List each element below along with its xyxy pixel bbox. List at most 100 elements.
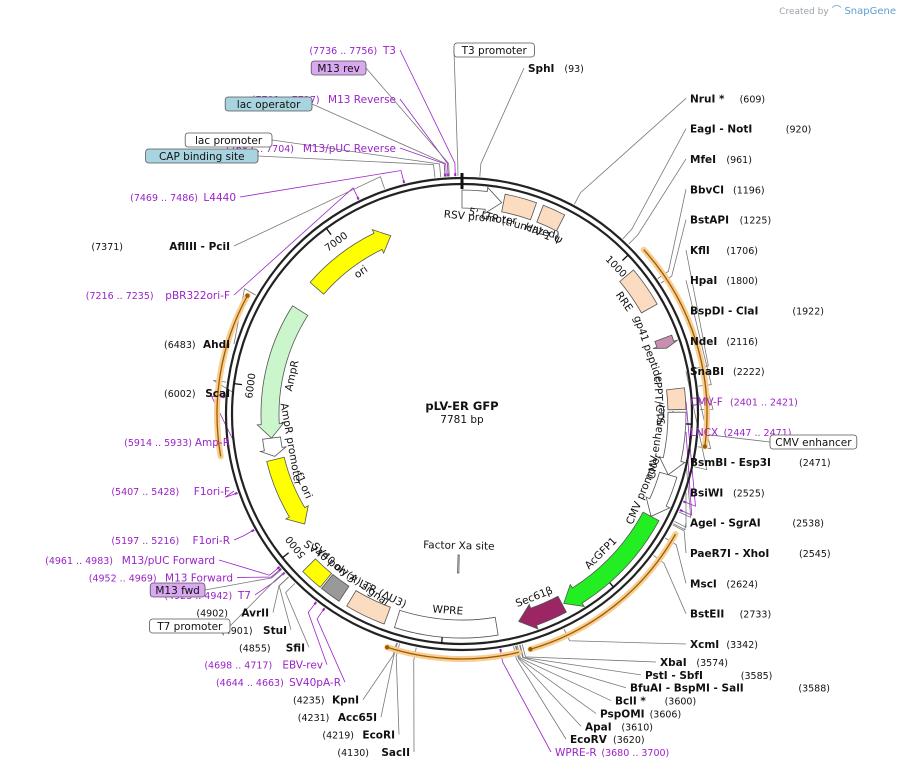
label-bbvci[interactable]: BbvCI(1196) <box>690 184 765 196</box>
leader-cmv-f <box>683 401 696 507</box>
feature-sv40-ori[interactable] <box>302 558 333 588</box>
label-ahdi[interactable]: AhdI(6483) <box>164 339 230 351</box>
label-wpre-r[interactable]: WPRE-R(3680 .. 3700) <box>555 747 669 759</box>
label-t3[interactable]: T3(7736 .. 7756) <box>309 45 396 57</box>
label-m13-puc-forward[interactable]: M13/pUC Forward(4961 .. 4983) <box>45 555 215 567</box>
feature-3-ltr-u3[interactable] <box>346 590 391 625</box>
label-bstapi[interactable]: BstAPI(1225) <box>690 215 771 227</box>
enzyme-pos-ecori: (4219) <box>322 731 354 742</box>
label-sphi[interactable]: SphI(93) <box>528 63 584 75</box>
boxed-label-t3-promoter[interactable]: T3 promoter <box>453 42 535 58</box>
label-hpai[interactable]: HpaI(1800) <box>690 275 758 287</box>
label-sacii[interactable]: SacII(4130) <box>337 747 410 759</box>
enzyme-name-stui: StuI <box>263 625 287 637</box>
label-lncx[interactable]: LNCX(2447 .. 2471) <box>690 427 791 439</box>
label-amp-r[interactable]: Amp-R(5914 .. 5933) <box>124 437 230 449</box>
leader-ecori <box>395 643 400 735</box>
label-ebv-rev[interactable]: EBV-rev(4698 .. 4717) <box>204 660 323 672</box>
feature-ampr[interactable] <box>256 305 309 439</box>
enzyme-name-ahdi: AhdI <box>203 339 230 351</box>
label-msci[interactable]: MscI(2624) <box>690 578 758 590</box>
label-avrii[interactable]: AvrII(4902) <box>196 607 269 619</box>
label-cmv-f[interactable]: CMV-F(2401 .. 2421) <box>690 396 798 408</box>
feature-rre[interactable] <box>619 269 658 314</box>
label-paer7i-xhoi[interactable]: PaeR7I - XhoI(2545) <box>690 548 831 560</box>
label-f1ori-f[interactable]: F1ori-F(5407 .. 5428) <box>111 486 230 498</box>
feature-ampr-promoter[interactable] <box>258 436 288 457</box>
label-m13-puc-reverse[interactable]: M13/pUC Reverse(7682 .. 7704) <box>226 143 396 155</box>
label-snabi[interactable]: SnaBI(2222) <box>690 366 765 378</box>
label-sv40pa-r[interactable]: SV40pA-R(4644 .. 4663) <box>216 677 341 689</box>
label-scai[interactable]: ScaI(6002) <box>164 388 230 400</box>
boxed-label-m13-rev[interactable]: M13 rev <box>310 60 367 76</box>
feature-cmv-promoter[interactable] <box>645 471 678 517</box>
enzyme-name-nrui: NruI * <box>690 93 725 105</box>
label-ecorv[interactable]: EcoRV(3620) <box>570 734 645 746</box>
orange-arc-0 <box>643 249 708 447</box>
label-ndei[interactable]: NdeI(2116) <box>690 336 758 348</box>
leader-paer7i-xhoi <box>672 524 687 554</box>
feature-cmv-enhancer[interactable] <box>658 411 687 476</box>
label-psti-sbfi[interactable]: PstI - SbfI(3585) <box>645 670 772 682</box>
feature-factor-xa-site[interactable] <box>457 554 460 574</box>
feature-ori[interactable] <box>309 229 392 295</box>
boxed-label-text-lac-operator: lac operator <box>237 99 301 111</box>
feature-rsv-promoter[interactable] <box>461 186 503 215</box>
label-afliii-pcii[interactable]: AflIII - PciI(7371) <box>91 241 230 253</box>
feature-label-gp41-peptide: gp41 peptide <box>631 314 665 384</box>
label-bsiwi[interactable]: BsiWI(2525) <box>690 487 765 499</box>
label-bspdi-clai[interactable]: BspDI - ClaI(1922) <box>690 306 824 318</box>
label-bfuai-bspmi-sali[interactable]: BfuAI - BspMI - SalI(3588) <box>630 683 830 695</box>
label-bcli[interactable]: BclI *(3600) <box>615 696 696 708</box>
enzyme-pos-xcmi: (3342) <box>726 640 758 651</box>
leader-m13-reverse <box>399 98 449 177</box>
enzyme-name-avrii: AvrII <box>241 607 269 619</box>
label-m13-forward[interactable]: M13 Forward(4952 .. 4969) <box>89 572 233 584</box>
enzyme-pos-psti-sbfi: (3585) <box>741 671 773 682</box>
boxed-label-m13-fwd[interactable]: M13 fwd <box>149 582 206 598</box>
label-nrui[interactable]: NruI * (609) <box>690 93 765 105</box>
label-kpni[interactable]: KpnI(4235) <box>293 695 359 707</box>
label-acc65i[interactable]: Acc65I(4231) <box>298 712 377 724</box>
boxed-label-lac-operator[interactable]: lac operator <box>224 96 313 112</box>
label-bsteii[interactable]: BstEII(2733) <box>690 609 771 621</box>
label-kfli[interactable]: KflI(1706) <box>690 245 758 257</box>
leader-snabi <box>685 371 708 471</box>
label-stui[interactable]: StuI(4901) <box>221 625 287 637</box>
label-eagi-noti[interactable]: EagI - NotI(920) <box>690 124 811 136</box>
label-agei-sgrai[interactable]: AgeI - SgrAI(2538) <box>690 518 824 530</box>
label-l4440[interactable]: L4440(7469 .. 7486) <box>130 192 236 204</box>
primer-site-l4440 <box>402 179 406 184</box>
boxed-label-lac-promoter[interactable]: lac promoter <box>184 132 273 148</box>
label-ecori[interactable]: EcoRI(4219) <box>322 730 395 742</box>
label-pbr322ori-f[interactable]: pBR322ori-F(7216 .. 7235) <box>86 290 230 302</box>
feature-sv40-poly-a-signal[interactable] <box>320 573 350 602</box>
feature-f1-ori[interactable] <box>266 456 309 525</box>
boxed-label-cmv-enhancer[interactable]: CMV enhancer <box>769 434 858 450</box>
label-bsmbi-esp3i[interactable]: BsmBI - Esp3I(2471) <box>690 457 831 469</box>
feature-cppt-cts[interactable] <box>666 387 687 411</box>
label-sfii[interactable]: SfiI(4855) <box>239 642 305 654</box>
feature-5-ltr-truncated[interactable] <box>501 193 538 221</box>
feature-hiv-1[interactable] <box>536 204 566 232</box>
feature-wpre[interactable] <box>393 609 499 639</box>
enzyme-pos-nrui: (609) <box>740 94 766 105</box>
enzyme-name-sfii: SfiI <box>286 642 305 654</box>
leader-xbai <box>521 644 657 663</box>
label-apai[interactable]: ApaI(3610) <box>585 721 653 733</box>
label-pspomi[interactable]: PspOMI(3606) <box>600 708 681 720</box>
plasmid-size: 7781 bp <box>440 414 484 426</box>
boxed-label-cap-binding-site[interactable]: CAP binding site <box>145 148 259 164</box>
leader-f1ori-r <box>233 529 255 541</box>
label-xcmi[interactable]: XcmI(3342) <box>690 639 758 651</box>
boxed-label-t7-promoter[interactable]: T7 promoter <box>149 618 231 634</box>
label-xbai[interactable]: XbaI(3574) <box>660 657 728 669</box>
feature-sec61[interactable] <box>518 595 567 630</box>
label-mfei[interactable]: MfeI(961) <box>690 154 752 166</box>
feature-gp41-peptide[interactable] <box>652 334 678 349</box>
boxed-label-bg-lac-promoter <box>184 132 273 148</box>
boxed-label-text-lac-promoter: lac promoter <box>195 135 263 147</box>
label-f1ori-r[interactable]: F1ori-R(5197 .. 5216) <box>111 535 230 547</box>
primer-name-m13-puc-forward: M13/pUC Forward <box>122 555 215 567</box>
feature-acgfp1[interactable] <box>563 511 660 608</box>
